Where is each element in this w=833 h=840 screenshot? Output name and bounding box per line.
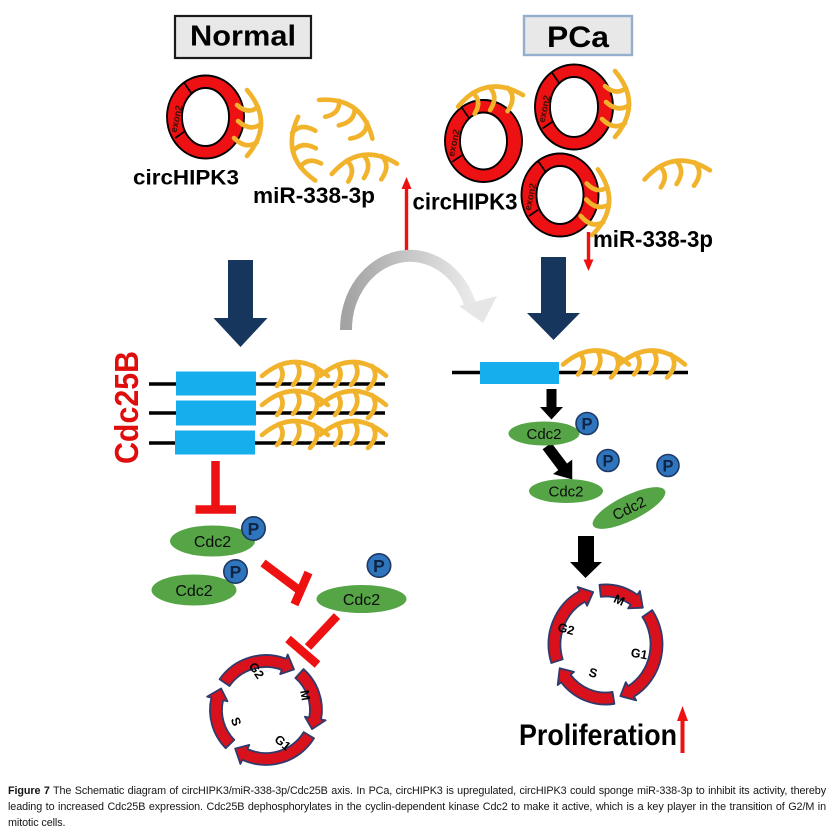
svg-text:P: P [373, 556, 385, 576]
svg-text:Cdc2: Cdc2 [548, 484, 583, 501]
svg-text:Cdc2: Cdc2 [343, 592, 380, 609]
svg-text:S: S [587, 665, 599, 681]
svg-text:Cdc25B: Cdc25B [109, 351, 146, 464]
svg-text:G2: G2 [556, 620, 576, 638]
svg-text:S: S [228, 715, 244, 728]
svg-text:Cdc2: Cdc2 [194, 534, 231, 551]
svg-text:P: P [602, 453, 613, 471]
svg-text:P: P [581, 416, 592, 434]
svg-text:Proliferation: Proliferation [519, 719, 677, 752]
svg-text:Cdc2: Cdc2 [526, 426, 561, 443]
svg-text:M: M [297, 689, 313, 702]
svg-text:Cdc2: Cdc2 [175, 583, 212, 600]
svg-text:G1: G1 [630, 646, 649, 663]
svg-text:miR-338-3p: miR-338-3p [253, 183, 375, 208]
svg-text:circHIPK3: circHIPK3 [133, 166, 239, 190]
svg-text:P: P [230, 562, 242, 582]
svg-text:P: P [248, 519, 260, 539]
svg-text:P: P [662, 458, 673, 476]
svg-text:Normal: Normal [190, 21, 296, 53]
svg-text:miR-338-3p: miR-338-3p [593, 226, 713, 252]
svg-text:circHIPK3: circHIPK3 [413, 189, 518, 215]
svg-text:PCa: PCa [547, 21, 609, 54]
